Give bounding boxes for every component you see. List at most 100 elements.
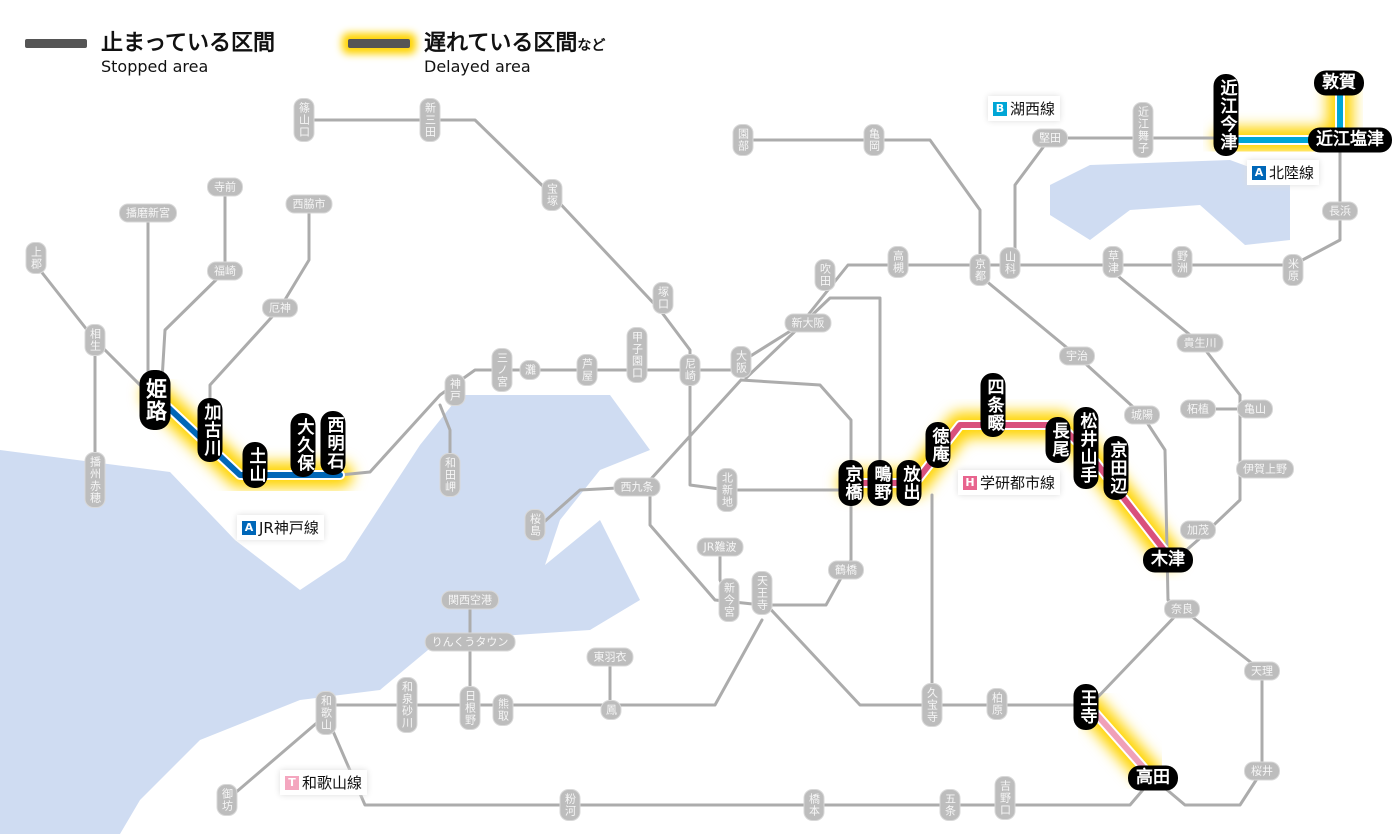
station-label[interactable]: 播磨新宮 [119, 203, 177, 223]
station-label[interactable]: 桜島 [524, 509, 546, 541]
station-label[interactable]: 芦屋 [576, 354, 598, 386]
affected-station-label[interactable]: 高田 [1128, 765, 1178, 791]
station-label[interactable]: 柏原 [986, 688, 1008, 720]
station-label[interactable]: 御坊 [216, 784, 238, 816]
affected-station-label[interactable]: 大久保 [290, 413, 316, 477]
station-label[interactable]: 亀岡 [863, 124, 885, 156]
rail-line-segment [225, 713, 328, 802]
affected-station-label[interactable]: 西明石 [320, 411, 346, 475]
station-label[interactable]: 粉河 [559, 789, 581, 821]
station-label[interactable]: りんくうタウン [424, 632, 516, 652]
affected-station-label[interactable]: 長尾 [1045, 417, 1071, 463]
station-label[interactable]: 近江舞子 [1132, 102, 1154, 158]
affected-station-label[interactable]: 鴫野 [867, 460, 893, 506]
station-label[interactable]: 高槻 [887, 246, 909, 278]
station-label[interactable]: 鳳 [600, 700, 622, 720]
station-label[interactable]: 和泉砂川 [396, 677, 418, 733]
affected-station-label[interactable]: 放出 [896, 460, 922, 506]
station-label[interactable]: 貴生川 [1176, 333, 1224, 353]
station-label[interactable]: 和歌山 [315, 691, 337, 735]
station-label[interactable]: JR難波 [696, 537, 744, 557]
station-label[interactable]: 三ノ宮 [491, 348, 513, 392]
station-label[interactable]: 神戸 [444, 374, 466, 406]
affected-station-label[interactable]: 京橋 [838, 460, 864, 506]
affected-station-label[interactable]: 松井山手 [1073, 407, 1099, 489]
station-label[interactable]: 関西空港 [441, 590, 499, 610]
station-label[interactable]: 上郡 [25, 242, 47, 274]
line-name: 学研都市線 [980, 474, 1056, 492]
lake-biwa [1050, 160, 1290, 245]
station-label[interactable]: 大阪 [730, 346, 752, 378]
affected-station-label[interactable]: 王寺 [1073, 684, 1099, 730]
station-label[interactable]: 宇治 [1059, 346, 1095, 366]
affected-station-label[interactable]: 土山 [242, 442, 268, 488]
station-label[interactable]: 橋本 [803, 789, 825, 821]
station-label[interactable]: 久宝寺 [921, 683, 943, 727]
affected-station-label[interactable]: 敦賀 [1314, 70, 1364, 96]
station-label[interactable]: 野洲 [1171, 246, 1193, 278]
station-label[interactable]: 播州赤穂 [84, 452, 106, 508]
station-label[interactable]: 新三田 [419, 98, 441, 142]
line-badge-icon: B [993, 101, 1007, 116]
affected-station-label[interactable]: 徳庵 [925, 422, 951, 468]
rail-line-segment [744, 296, 882, 485]
station-label[interactable]: 天理 [1244, 661, 1280, 681]
station-label[interactable]: 堅田 [1032, 128, 1068, 148]
station-label[interactable]: 福崎 [207, 261, 243, 281]
station-label[interactable]: 桜井 [1244, 761, 1280, 781]
station-label[interactable]: 新今宮 [718, 578, 740, 622]
station-label[interactable]: 城陽 [1124, 405, 1160, 425]
affected-station-label[interactable]: 加古川 [197, 398, 223, 462]
station-label[interactable]: 吹田 [814, 259, 836, 291]
station-label[interactable]: 塚口 [652, 282, 674, 314]
legend-delayed-ja: 遅れている区間 [424, 31, 578, 56]
station-label[interactable]: 篠山口 [293, 98, 315, 142]
station-label[interactable]: 日根野 [459, 686, 481, 730]
station-label[interactable]: 熊取 [492, 694, 514, 726]
line-name: JR神戸線 [259, 519, 319, 537]
affected-station-label[interactable]: 四条畷 [980, 373, 1006, 437]
station-label[interactable]: 京都 [969, 254, 991, 286]
station-label[interactable]: 宝塚 [541, 179, 563, 211]
station-label[interactable]: 天王寺 [751, 571, 773, 615]
line-badge-icon: A [242, 520, 256, 535]
legend-stopped: 止まっている区間 Stopped area [25, 25, 275, 76]
affected-station-label[interactable]: 木津 [1143, 547, 1193, 573]
affected-station-label[interactable]: 近江塩津 [1308, 127, 1392, 153]
station-label[interactable]: 和田岬 [439, 453, 461, 497]
station-label[interactable]: 山科 [999, 247, 1021, 279]
station-label[interactable]: 西脇市 [285, 194, 333, 214]
affected-station-label[interactable]: 近江今津 [1213, 74, 1239, 156]
station-label[interactable]: 柘植 [1180, 399, 1216, 419]
station-label[interactable]: 西九条 [613, 477, 661, 497]
station-label[interactable]: 五条 [939, 789, 961, 821]
station-label[interactable]: 北新地 [716, 468, 738, 512]
affected-station-label[interactable]: 姫路 [139, 370, 171, 430]
affected-station-label[interactable]: 京田辺 [1103, 436, 1129, 500]
station-label[interactable]: 相生 [84, 324, 106, 356]
rail-line-segment [160, 185, 227, 382]
station-label[interactable]: 灘 [519, 360, 541, 380]
station-label[interactable]: 伊賀上野 [1236, 459, 1294, 479]
station-label[interactable]: 尼崎 [679, 354, 701, 386]
rail-line-segment [324, 618, 764, 707]
station-label[interactable]: 園部 [732, 124, 754, 156]
station-label[interactable]: 長浜 [1322, 201, 1358, 221]
station-label[interactable]: 亀山 [1237, 399, 1273, 419]
station-label[interactable]: 草津 [1102, 246, 1124, 278]
station-label[interactable]: 厄神 [262, 298, 298, 318]
station-label[interactable]: 加茂 [1180, 520, 1216, 540]
station-label[interactable]: 米原 [1282, 254, 1304, 286]
station-label[interactable]: 新大阪 [784, 313, 832, 333]
station-label[interactable]: 吉野口 [994, 776, 1016, 820]
station-label[interactable]: 鶴橋 [828, 560, 864, 580]
station-label[interactable]: 奈良 [1164, 599, 1200, 619]
legend-stopped-ja: 止まっている区間 [101, 31, 276, 56]
station-label[interactable]: 寺前 [207, 177, 243, 197]
rail-line-segment [741, 138, 982, 267]
station-label[interactable]: 甲子園口 [626, 327, 648, 383]
station-label[interactable]: 東羽衣 [586, 647, 634, 667]
